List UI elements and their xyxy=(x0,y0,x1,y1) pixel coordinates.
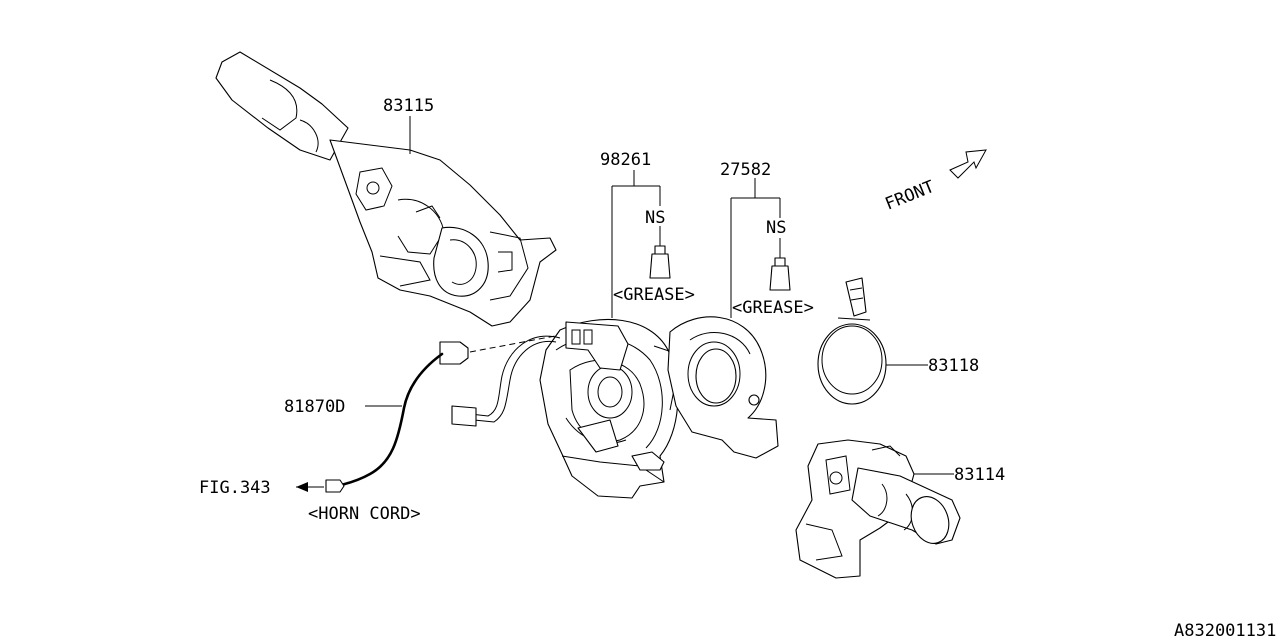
switch-83114 xyxy=(795,439,961,579)
label-83114: 83114 xyxy=(954,465,1005,485)
label-98261: 98261 xyxy=(600,150,651,170)
label-grease-2: <GREASE> xyxy=(732,298,814,318)
lead-98261 xyxy=(611,170,661,318)
label-horn-cord: <HORN CORD> xyxy=(308,504,421,524)
label-27582: 27582 xyxy=(720,160,771,180)
label-ns-1: NS xyxy=(645,208,665,228)
label-front: FRONT xyxy=(882,177,937,215)
lead-27582 xyxy=(730,178,781,318)
switch-83115 xyxy=(215,51,557,327)
front-arrow: FRONT xyxy=(882,149,987,215)
label-grease-1: <GREASE> xyxy=(613,285,695,305)
drawing-id: A832001131 xyxy=(1174,621,1276,640)
label-fig-343: FIG.343 xyxy=(199,478,271,498)
cancel-ring-27582 xyxy=(667,316,779,459)
label-83118: 83118 xyxy=(928,356,979,376)
grease-tube-icon xyxy=(769,257,791,291)
arrow-left-icon xyxy=(296,482,308,492)
label-81870d: 81870D xyxy=(284,397,345,417)
label-83115: 83115 xyxy=(383,96,434,116)
roll-connector xyxy=(539,318,679,499)
grease-tube-icon xyxy=(649,245,671,279)
horn-cord-81870d xyxy=(325,335,556,493)
band-83118 xyxy=(817,277,887,405)
label-ns-2: NS xyxy=(766,218,786,238)
